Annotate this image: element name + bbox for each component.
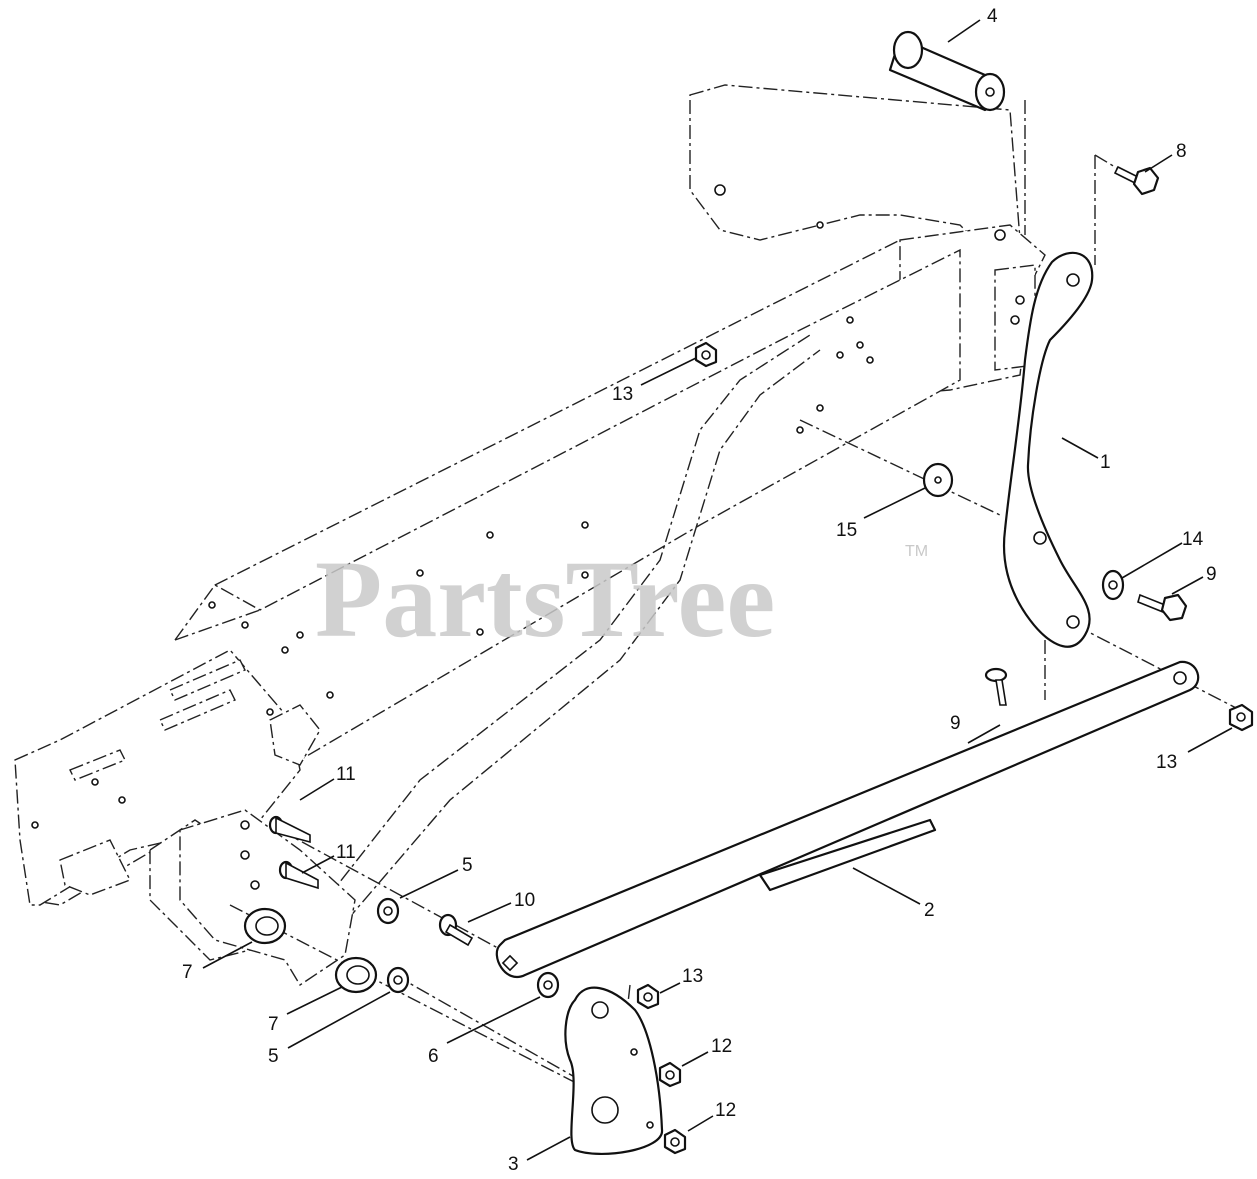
callout-3: 3 <box>508 1154 519 1175</box>
part-2-link <box>495 660 1200 979</box>
callout-10: 10 <box>514 890 535 911</box>
callout-5-upper: 5 <box>462 855 473 876</box>
callout-4: 4 <box>987 6 998 27</box>
callout-12-upper: 12 <box>711 1036 732 1057</box>
callout-7-upper: 7 <box>182 962 193 983</box>
callout-14: 14 <box>1182 529 1204 550</box>
callout-13-lower: 13 <box>682 966 703 987</box>
callout-11-upper: 11 <box>336 764 356 785</box>
callout-2: 2 <box>924 900 935 921</box>
callout-9-lower: 9 <box>950 713 961 734</box>
callout-13-upper: 13 <box>612 384 633 405</box>
watermark: PartsTree TM <box>315 538 928 660</box>
callout-13-right: 13 <box>1156 752 1177 773</box>
callout-12-lower: 12 <box>715 1100 736 1121</box>
frame-holes <box>31 221 874 890</box>
part-4-roller <box>888 30 1006 112</box>
callout-11-lower: 11 <box>336 842 356 863</box>
callout-8: 8 <box>1176 141 1187 162</box>
part-3-bracket <box>564 986 664 1156</box>
callouts: 4 8 1 14 9 15 13 9 13 11 11 5 10 2 7 7 5… <box>182 6 1217 1175</box>
part-1-lever <box>1002 251 1094 648</box>
callout-15: 15 <box>836 520 857 541</box>
phantom-frame <box>14 84 1241 1086</box>
callout-5-lower: 5 <box>268 1046 279 1067</box>
callout-6: 6 <box>428 1046 439 1067</box>
callout-1: 1 <box>1100 452 1111 473</box>
watermark-text: PartsTree <box>315 538 775 660</box>
callout-7-lower: 7 <box>268 1014 279 1035</box>
callout-9-right: 9 <box>1206 564 1217 585</box>
watermark-trademark: TM <box>905 543 928 560</box>
leader-lines <box>202 19 1233 1161</box>
